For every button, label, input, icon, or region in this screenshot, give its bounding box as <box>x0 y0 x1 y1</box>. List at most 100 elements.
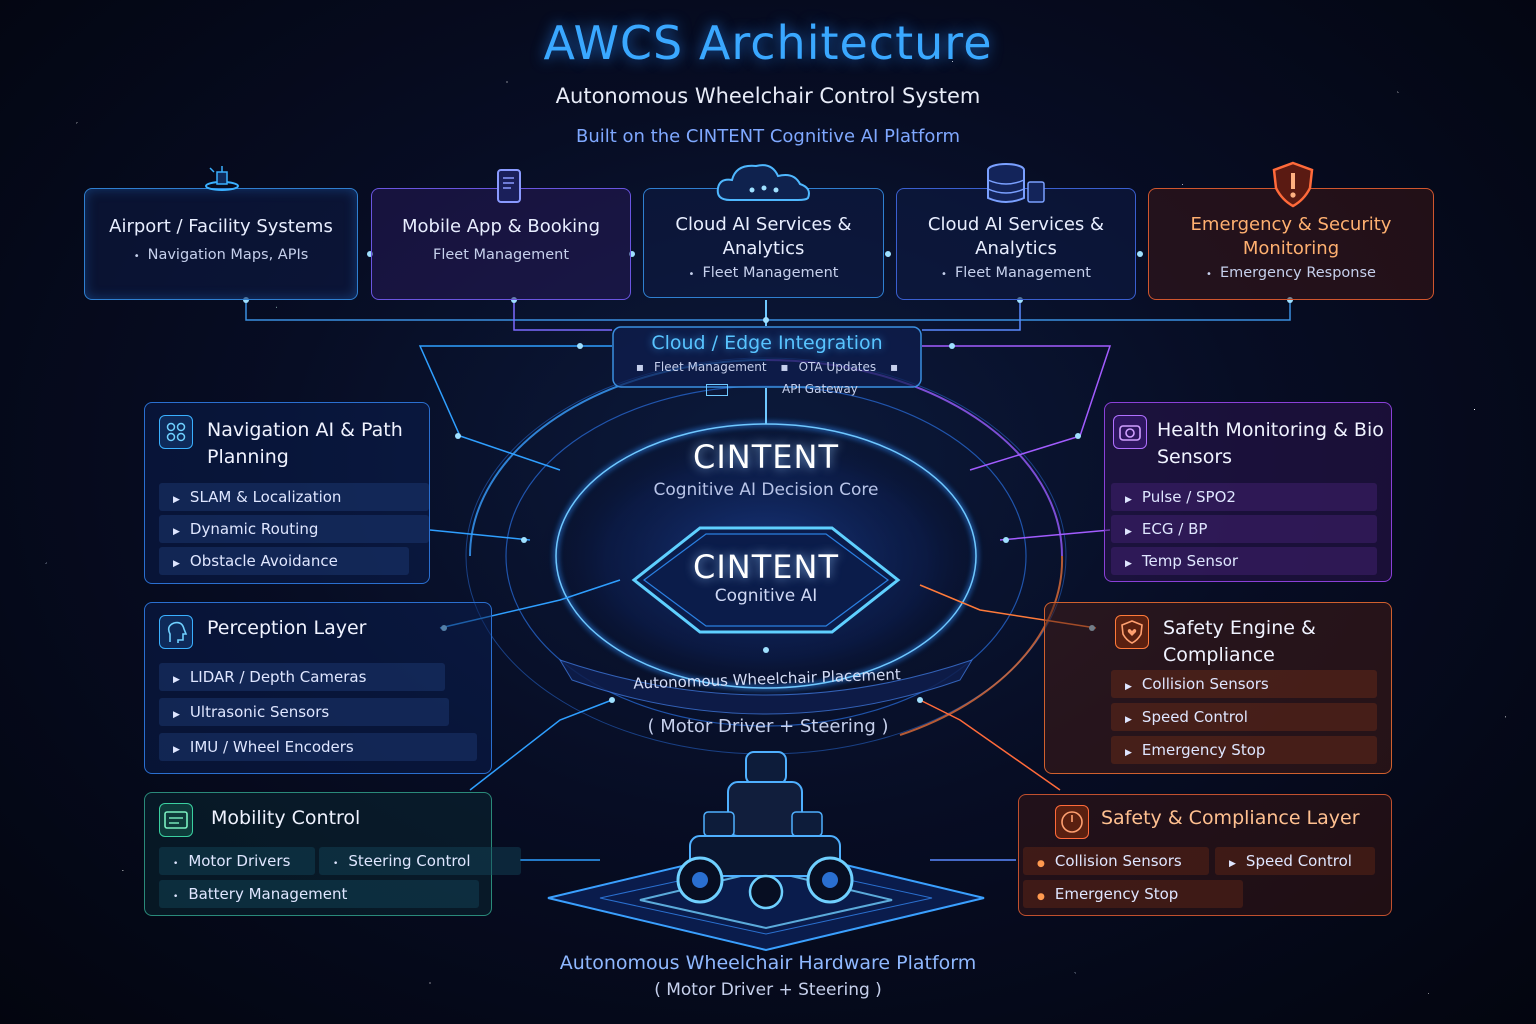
wire-health <box>999 529 1111 541</box>
cloud-edge-hub: Cloud / Edge Integration ▪Fleet Manageme… <box>612 326 922 388</box>
top-box-detail: Fleet Management <box>432 247 570 263</box>
panel-perception: Perception Layer ▶LIDAR / Depth Cameras … <box>144 602 492 774</box>
wire-mobile-hub <box>513 300 612 331</box>
panel-title: Perception Layer <box>207 617 367 639</box>
page-title: AWCS Architecture <box>543 16 993 70</box>
node <box>949 343 955 349</box>
shield-heart-icon <box>1115 615 1149 649</box>
node <box>609 697 615 703</box>
list-item: ▶IMU / Wheel Encoders <box>159 733 477 761</box>
hardware-platform-title: Autonomous Wheelchair Hardware Platform <box>559 952 977 974</box>
camera-sensor-icon <box>1113 415 1147 449</box>
smartphone-icon <box>497 169 521 203</box>
list-item: ▶Emergency Stop <box>1111 736 1377 764</box>
panel-safety-engine: Safety Engine & Compliance ▶Collision Se… <box>1044 602 1392 774</box>
inner-core-hexagon <box>631 526 901 634</box>
panel-title: Safety & Compliance Layer <box>1101 807 1360 829</box>
list-item: •Steering Control <box>319 847 521 875</box>
node <box>1137 251 1143 257</box>
list-item: ▶Collision Sensors <box>1111 670 1377 698</box>
hub-tag: OTA Updates <box>798 360 877 374</box>
motor-board-icon <box>159 803 193 837</box>
list-item: ▶Dynamic Routing <box>159 515 429 543</box>
placement-band <box>558 659 974 715</box>
hub-tag: Fleet Management <box>654 360 767 374</box>
node <box>917 697 923 703</box>
top-box-detail: Fleet Management <box>702 265 839 281</box>
warning-shield-icon <box>1272 161 1314 208</box>
list-item: ▶Obstacle Avoidance <box>159 547 409 575</box>
top-bus <box>245 300 1291 321</box>
wire-hub-health <box>922 345 1112 471</box>
top-box-title: Cloud AI Services & Analytics <box>927 214 1105 259</box>
panel-health-monitoring: Health Monitoring & Bio Sensors ▶Pulse /… <box>1104 402 1392 582</box>
hardware-platform-detail: ( Motor Driver + Steering ) <box>654 980 882 1000</box>
node <box>1003 537 1009 543</box>
panel-title: Mobility Control <box>211 807 361 829</box>
node <box>1075 433 1081 439</box>
top-box-emergency: Emergency & Security Monitoring •Emergen… <box>1148 188 1434 300</box>
panel-mobility-control: Mobility Control •Motor Drivers •Steerin… <box>144 792 521 916</box>
decision-core-title: CINTENT <box>693 438 839 476</box>
top-box-detail: Emergency Response <box>1219 265 1376 281</box>
motor-label: ( Motor Driver + Steering ) <box>647 716 889 737</box>
cognitive-ai-core: CINTENT Cognitive AI <box>636 548 896 606</box>
node <box>763 647 769 653</box>
top-box-title: Emergency & Security Monitoring <box>1190 214 1392 259</box>
hardware-platform-glow <box>639 868 893 930</box>
top-box-airport: Airport / Facility Systems •Navigation M… <box>84 188 358 300</box>
top-box-detail: Fleet Management <box>954 265 1091 281</box>
decision-core-subtitle: Cognitive AI Decision Core <box>653 480 879 500</box>
wheelchair-icon <box>676 751 854 910</box>
node <box>577 343 583 349</box>
wire-nav <box>429 529 531 541</box>
cognitive-core-subtitle: Cognitive AI <box>714 586 818 606</box>
panel-title: Safety Engine & Compliance <box>1163 617 1316 666</box>
top-box-title: Mobile App & Booking <box>401 216 601 237</box>
list-item: ▶Ultrasonic Sensors <box>159 698 449 726</box>
list-item: ▶Pulse / SPO2 <box>1111 483 1377 511</box>
panel-title: Navigation AI & Path Planning <box>207 419 403 468</box>
top-box-cloud-ai: Cloud AI Services & Analytics •Fleet Man… <box>643 188 884 298</box>
panel-navigation-ai: Navigation AI & Path Planning ▶SLAM & Lo… <box>144 402 430 584</box>
clock-gauge-icon <box>1055 805 1089 839</box>
top-box-detail: Navigation Maps, APIs <box>147 247 309 263</box>
wire-hub-nav <box>418 345 612 471</box>
wire-db-hub <box>922 300 1021 331</box>
network-brain-icon <box>159 415 193 449</box>
list-item: •Battery Management <box>159 880 479 908</box>
head-scan-icon <box>159 615 193 649</box>
platform-tagline: Built on the CINTENT Cognitive AI Platfo… <box>575 126 960 147</box>
database-icon <box>987 163 1045 203</box>
list-item: ▶ECG / BP <box>1111 515 1377 543</box>
list-item: ▶Speed Control <box>1111 703 1377 731</box>
node <box>885 251 891 257</box>
list-item: ●Emergency Stop <box>1023 880 1243 908</box>
panel-safety-compliance-layer: Safety & Compliance Layer ●Collision Sen… <box>1018 794 1392 916</box>
cognitive-core-title: CINTENT <box>693 548 839 586</box>
top-box-title: Cloud AI Services & Analytics <box>675 214 852 259</box>
api-gateway-icon <box>706 383 728 396</box>
decision-core: CINTENT Cognitive AI Decision Core <box>596 438 936 500</box>
ring-arc-right-lower <box>899 555 1064 736</box>
radar-tower-icon <box>205 166 239 191</box>
cloud-icon <box>716 164 810 201</box>
page-subtitle: Autonomous Wheelchair Control System <box>555 84 981 108</box>
node <box>455 433 461 439</box>
list-item: ●Collision Sensors <box>1023 847 1209 875</box>
top-box-cloud-ai-2: Cloud AI Services & Analytics •Fleet Man… <box>896 188 1136 300</box>
panel-title: Health Monitoring & Bio Sensors <box>1157 419 1384 468</box>
hub-frame <box>612 326 922 388</box>
node <box>1287 297 1293 303</box>
inner-core-hexagon-inner <box>642 533 890 627</box>
list-item: •Motor Drivers <box>159 847 315 875</box>
hub-title: Cloud / Edge Integration <box>651 332 883 354</box>
top-box-mobile-app: Mobile App & Booking Fleet Management <box>371 188 631 300</box>
list-item: ▶Speed Control <box>1215 847 1375 875</box>
list-item: ▶Temp Sensor <box>1111 547 1377 575</box>
wire-mobility <box>469 699 613 791</box>
api-gateway-label: API Gateway <box>782 382 858 396</box>
node <box>521 537 527 543</box>
wire-safety-layer <box>919 699 1061 791</box>
